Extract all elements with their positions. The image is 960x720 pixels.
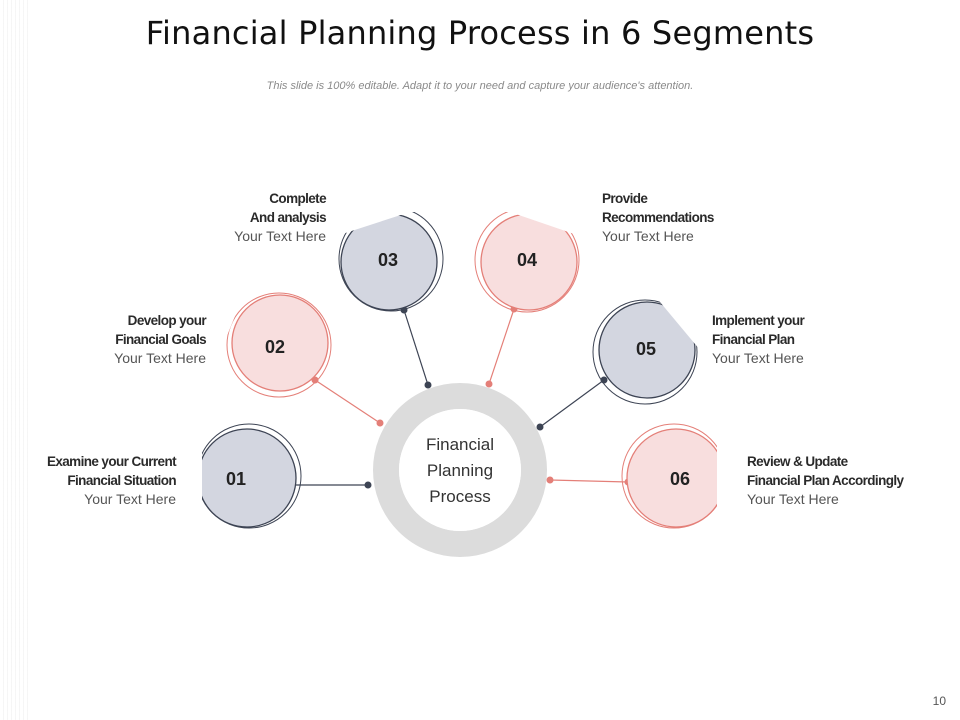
center-ring [373,383,547,557]
segment-04-subtext: Your Text Here [602,228,694,244]
connector-06 [546,476,632,486]
segment-04-number: 04 [517,250,537,270]
slide-subtitle: This slide is 100% editable. Adapt it to… [266,80,694,92]
segment-03: 03 [338,212,444,312]
segment-01-heading-line1: Examine your Current [46,454,177,469]
segment-05-heading-line2: Financial Plan [712,332,795,347]
segment-01-heading-line2: Financial Situation [67,473,176,488]
segment-02-heading-line2: Financial Goals [115,332,206,347]
segment-04-label: Provide Recommendations Your Text Here [602,189,772,246]
segment-01-label: Examine your Current Financial Situation… [10,452,177,509]
segment-04-heading-line2: Recommendations [602,210,714,225]
segment-03-subtext: Your Text Here [234,228,326,244]
connector-02 [311,376,384,427]
center-label-line2: Planning [427,461,493,480]
segment-03-heading-line2: And analysis [249,210,327,225]
center-label-line3: Process [429,487,490,506]
segment-03-heading-line1: Complete [269,191,326,206]
center-label-line1: Financial [426,435,494,454]
segment-06: 06 [621,423,717,529]
segment-05-number: 05 [636,339,656,359]
segment-06-heading-line2: Financial Plan Accordingly [747,473,904,488]
center-core [399,409,521,531]
page-number: 10 [932,694,946,708]
segment-02-heading-line1: Develop your [127,313,207,328]
center-hub: Financial Planning Process [373,383,547,557]
segment-06-heading-line1: Review & Update [747,454,848,469]
segment-04-heading-line1: Provide [602,191,648,206]
segment-05-heading-line1: Implement your [712,313,805,328]
segment-02-label: Develop your Financial Goals Your Text H… [40,311,206,368]
segment-01-subtext: Your Text Here [84,491,176,507]
segment-03-label: Complete And analysis Your Text Here [160,189,326,246]
segment-01: 01 [202,423,302,529]
segment-05-subtext: Your Text Here [712,350,804,366]
segment-03-number: 03 [378,250,398,270]
segment-02-number: 02 [265,337,285,357]
connector-05 [536,376,608,431]
decorative-stripes [0,0,30,720]
segment-01-number: 01 [226,469,246,489]
segment-04: 04 [474,212,580,313]
segment-02: 02 [211,289,332,398]
segment-06-subtext: Your Text Here [747,491,839,507]
connector-03 [400,306,432,389]
segment-06-number: 06 [670,469,690,489]
segment-05-label: Implement your Financial Plan Your Text … [712,311,882,368]
connector-01 [285,481,372,489]
slide-title: Financial Planning Process in 6 Segments [145,14,815,52]
segment-06-label: Review & Update Financial Plan According… [747,452,947,509]
connector-04 [485,305,518,388]
segment-05: 05 [592,299,698,405]
segment-02-subtext: Your Text Here [114,350,206,366]
